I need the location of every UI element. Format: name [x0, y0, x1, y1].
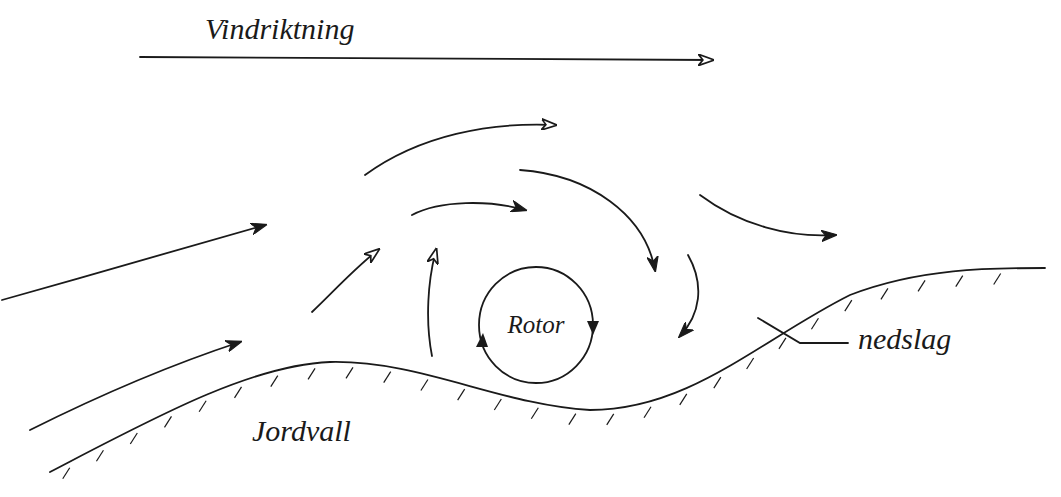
flow-arrow: [700, 195, 835, 235]
hatch-mark: [63, 468, 70, 479]
hatch-mark: [956, 276, 963, 287]
flow-arrow: [365, 125, 555, 175]
rotor-circle: Rotor: [476, 263, 596, 387]
hatch-mark: [881, 288, 888, 299]
flow-arrow: [680, 255, 698, 336]
hatch-mark: [569, 414, 576, 425]
hatch-mark: [779, 338, 786, 349]
hatch-mark: [96, 450, 103, 461]
flow-arrow: [428, 250, 436, 356]
hatch-mark: [346, 367, 353, 378]
hatch-mark: [271, 376, 278, 387]
hatch-mark: [811, 318, 818, 329]
flow-arrow: [412, 203, 525, 215]
ground-line: [50, 268, 1045, 472]
ground-label: Jordvall: [252, 414, 351, 447]
hatch-mark: [384, 372, 391, 383]
flow-arrow: [312, 250, 378, 312]
flow-arrow: [520, 170, 655, 270]
hatch-mark: [458, 389, 465, 400]
flow-arrow: [2, 225, 265, 300]
leader-line: [758, 318, 848, 343]
hatch-mark: [994, 273, 1001, 284]
hatch-mark: [421, 379, 428, 390]
hatch-mark: [199, 401, 206, 412]
hatch-mark: [308, 368, 315, 379]
rotor-label: Rotor: [476, 263, 596, 387]
hatch-mark: [531, 408, 538, 419]
hatch-mark: [644, 407, 651, 418]
ground-hatching: [63, 273, 1001, 478]
flow-arrow: [30, 342, 240, 430]
hatch-mark: [845, 300, 852, 311]
hatch-mark: [918, 280, 925, 291]
wind-direction-arrow: [140, 57, 712, 60]
hatch-mark: [747, 358, 754, 369]
hatch-mark: [235, 387, 242, 398]
hatch-mark: [607, 414, 614, 425]
wind-direction-label: Vindriktning: [205, 12, 354, 45]
hatch-mark: [680, 394, 687, 405]
hatch-mark: [714, 377, 721, 388]
hatch-mark: [494, 399, 501, 410]
hatch-mark: [164, 416, 171, 427]
hatch-mark: [130, 433, 137, 444]
impact-label: nedslag: [858, 322, 951, 355]
